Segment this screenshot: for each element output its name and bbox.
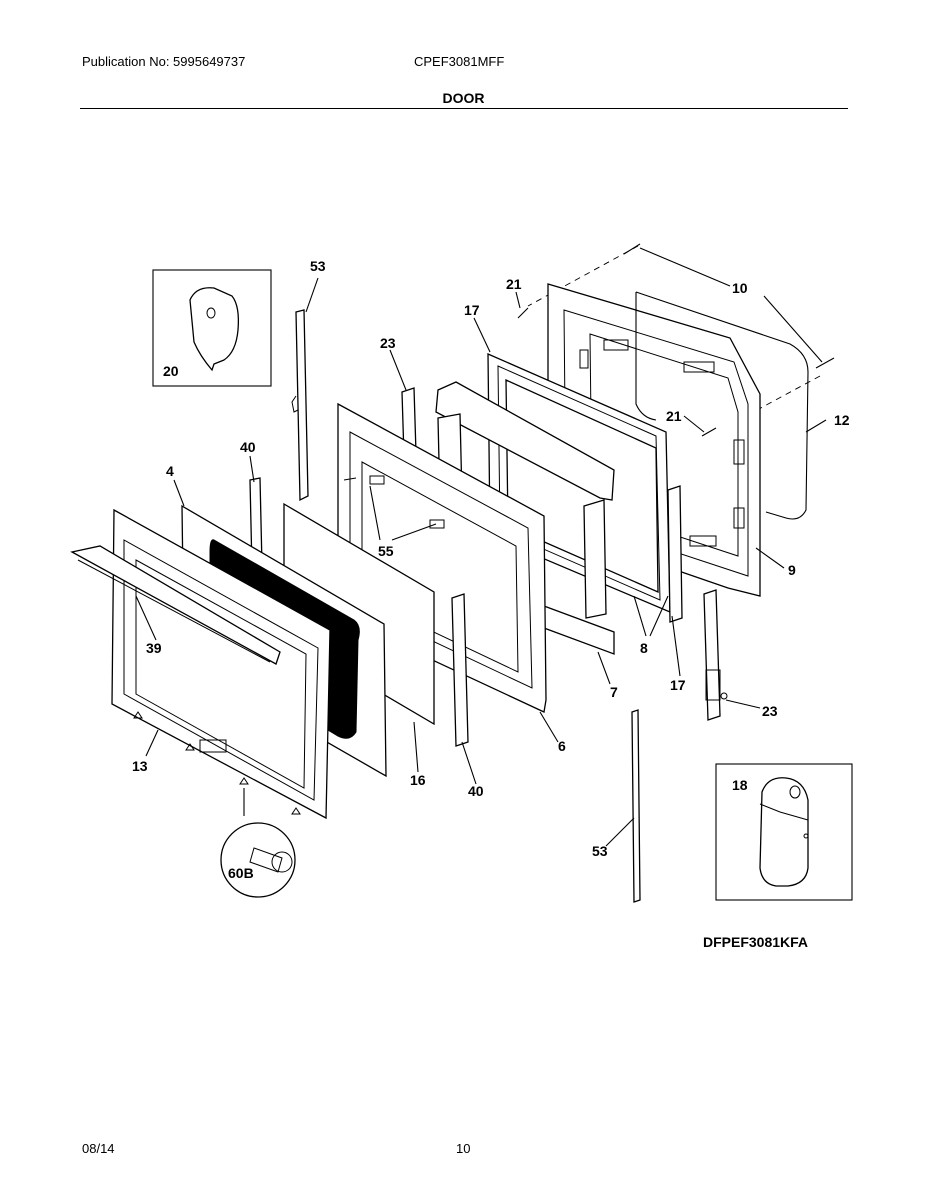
- callout-12: 12: [834, 412, 850, 428]
- callout-23-bottom: 23: [762, 703, 778, 719]
- section-title: DOOR: [442, 90, 485, 106]
- callout-20: 20: [163, 363, 179, 379]
- callout-7: 7: [610, 684, 618, 700]
- callout-60b: 60B: [228, 865, 254, 881]
- callout-16: 16: [410, 772, 426, 788]
- model-number: CPEF3081MFF: [414, 54, 505, 69]
- callout-labels: 53 20 23 21 17 10 12 21 40 4 55 9 39 8 7…: [132, 258, 850, 881]
- header-rule: [80, 108, 848, 109]
- callout-6: 6: [558, 738, 566, 754]
- callout-10: 10: [732, 280, 748, 296]
- callout-21-right: 21: [666, 408, 682, 424]
- part-60b-screw-detail: [220, 822, 296, 898]
- callout-53-bottom: 53: [592, 843, 608, 859]
- part-12-gasket: [635, 291, 809, 520]
- part-39-handle: [70, 545, 281, 665]
- part-40-channel-far: [667, 485, 683, 623]
- callout-39: 39: [146, 640, 162, 656]
- callout-9: 9: [788, 562, 796, 578]
- callout-23-top: 23: [380, 335, 396, 351]
- part-21-screws: [517, 307, 717, 437]
- footer-date: 08/14: [82, 1141, 115, 1156]
- callout-13: 13: [132, 758, 148, 774]
- leader-lines: [135, 247, 827, 847]
- part-53-top-strip: [291, 309, 309, 502]
- door-bottom-screws: [133, 711, 301, 815]
- inset-part-18: [715, 763, 853, 901]
- callout-40-top: 40: [240, 439, 256, 455]
- part-40-channel-right: [451, 593, 469, 747]
- publication-number: Publication No: 5995649737: [82, 54, 246, 69]
- callout-17-bottom: 17: [670, 677, 686, 693]
- callout-4: 4: [166, 463, 174, 479]
- part-53-bottom-strip: [631, 709, 641, 903]
- page-number: 10: [456, 1141, 471, 1156]
- part-10-screws: [623, 243, 835, 369]
- callout-8: 8: [640, 640, 648, 656]
- callout-18: 18: [732, 777, 748, 793]
- diagram-code: DFPEF3081KFA: [703, 934, 809, 950]
- callout-53-top: 53: [310, 258, 326, 274]
- callout-21-top: 21: [506, 276, 522, 292]
- callout-40-bottom: 40: [468, 783, 484, 799]
- inset-part-20: [152, 269, 272, 387]
- callout-55: 55: [378, 543, 394, 559]
- part-23-hinge-right: [703, 589, 728, 721]
- callout-17-top: 17: [464, 302, 480, 318]
